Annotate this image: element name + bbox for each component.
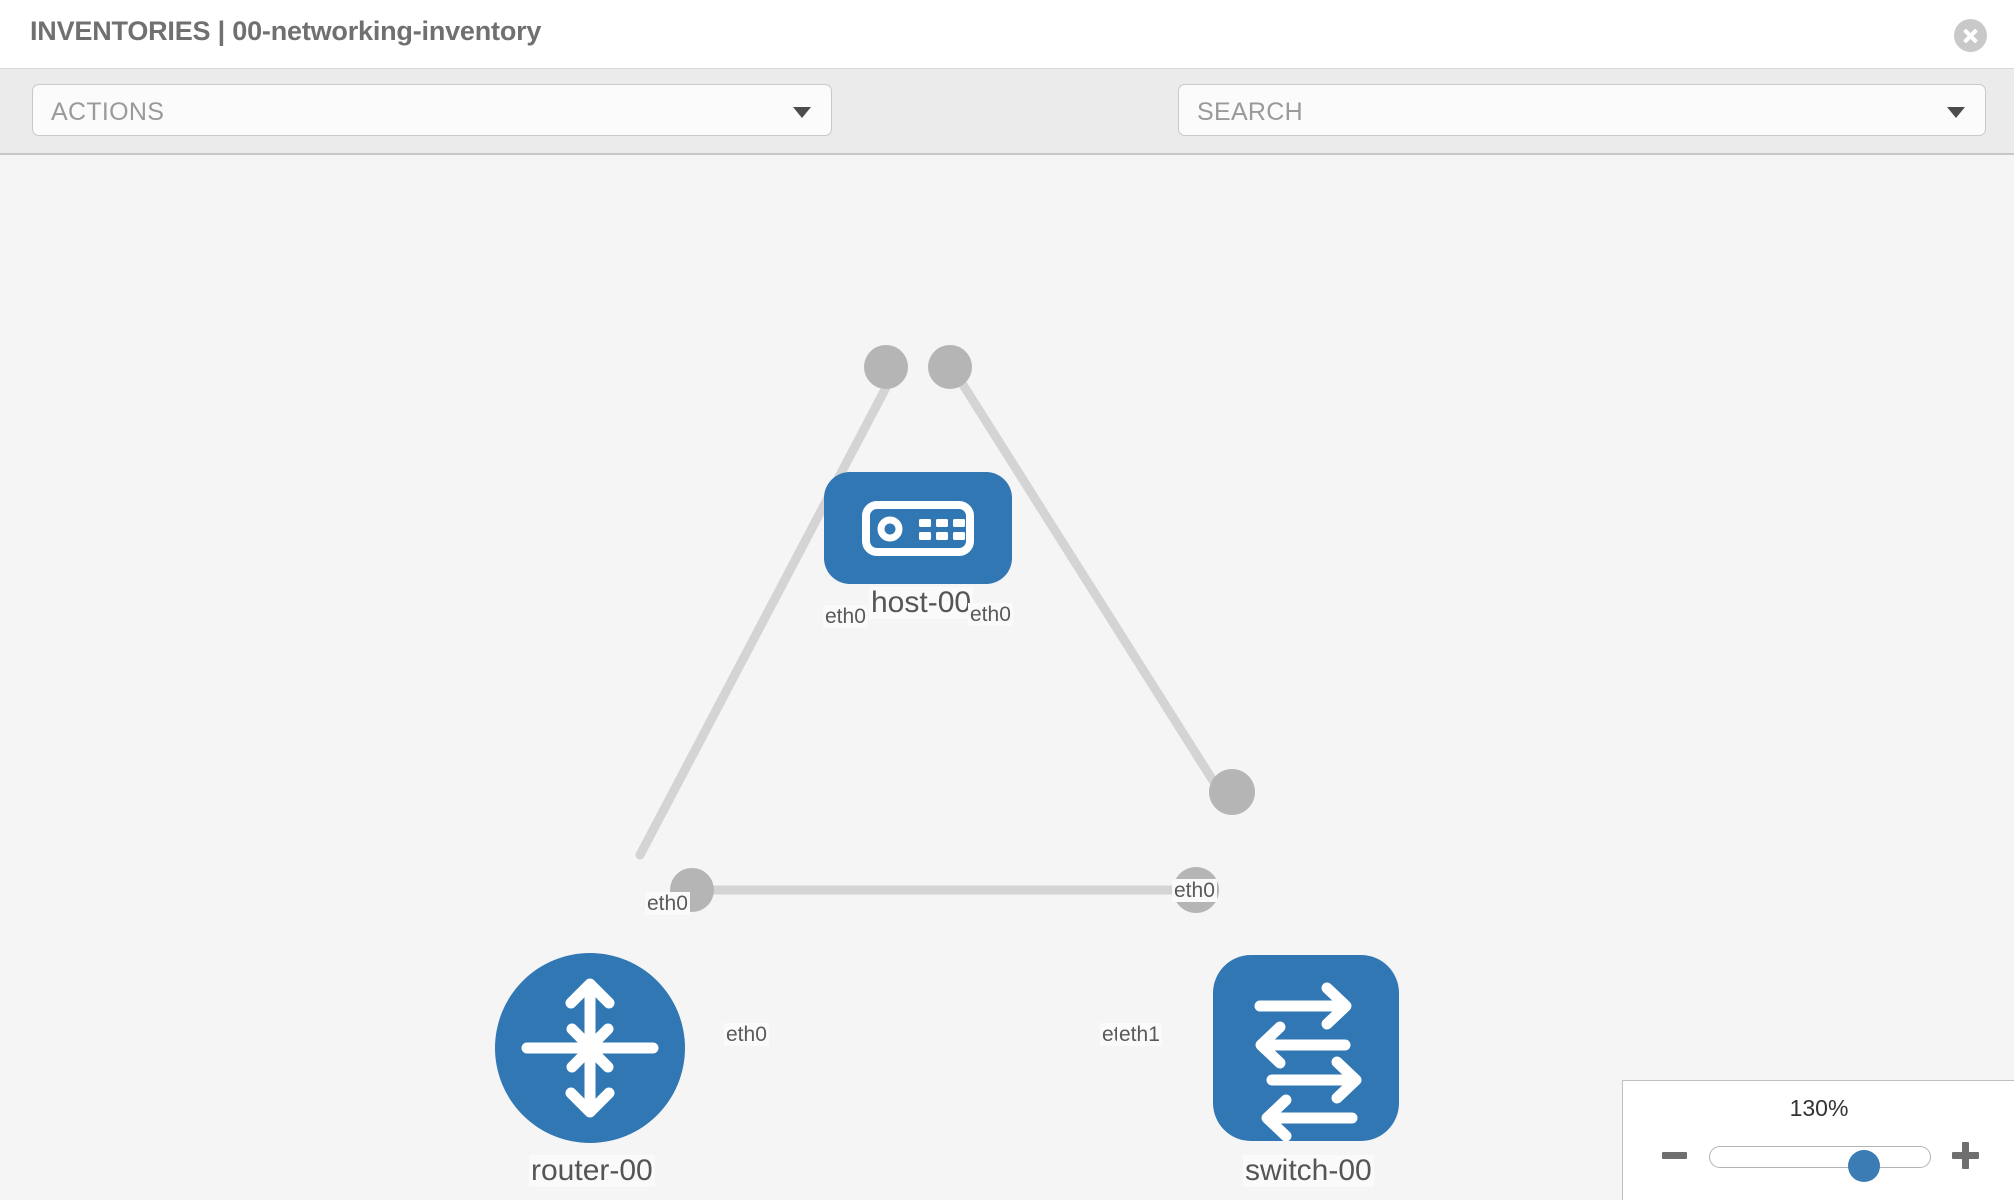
topology-canvas[interactable]: eth0 host-00 eth0 eth0 eth0 eth0 eth eth… <box>0 155 2014 1200</box>
page-header: INVENTORIES | 00-networking-inventory <box>0 0 2014 69</box>
connector-host-left <box>864 345 908 389</box>
iface-label-switch-left: eth1 <box>1117 1023 1162 1047</box>
zoom-slider-row <box>1623 1135 2014 1182</box>
node-host-00 <box>824 472 1012 584</box>
link-group <box>635 375 1227 895</box>
router-arrows-icon <box>521 978 659 1118</box>
search-input[interactable]: SEARCH <box>1178 84 1986 136</box>
iface-label-host-left: eth0 <box>823 605 868 629</box>
zoom-slider-thumb[interactable] <box>1848 1150 1880 1182</box>
actions-dropdown-label: ACTIONS <box>51 98 165 126</box>
zoom-control-panel: 130% <box>1622 1080 2014 1200</box>
chevron-down-icon <box>1947 107 1965 118</box>
node-router-00 <box>495 953 685 1143</box>
close-icon[interactable] <box>1954 19 1987 52</box>
link-host-switch <box>955 375 1227 800</box>
link-host-router <box>635 375 895 860</box>
zoom-level-value: 130% <box>1789 1095 1849 1121</box>
iface-label-switch-up: eth0 <box>1172 879 1217 903</box>
switch-arrows-icon <box>1254 982 1362 1142</box>
toolbar: ACTIONS SEARCH <box>0 69 2014 201</box>
topology-graph[interactable] <box>0 155 2014 1200</box>
iface-label-router-right: eth0 <box>724 1023 769 1047</box>
actions-dropdown[interactable]: ACTIONS <box>32 84 832 136</box>
chevron-down-icon <box>793 107 811 118</box>
node-switch-00 <box>1213 955 1399 1142</box>
connector-switch-top <box>1209 769 1255 815</box>
iface-label-router-up: eth0 <box>645 892 690 916</box>
node-host-00-shape <box>824 472 1012 584</box>
iface-label-host-right: eth0 <box>968 603 1013 627</box>
node-label-switch-00: switch-00 <box>1243 1154 1374 1187</box>
zoom-slider-track[interactable] <box>1709 1146 1931 1182</box>
connector-host-right <box>928 345 972 389</box>
node-label-router-00: router-00 <box>529 1154 655 1187</box>
page-title: INVENTORIES | 00-networking-inventory <box>30 16 542 46</box>
zoom-in-button[interactable] <box>1949 1139 1981 1171</box>
node-label-host-00: host-00 <box>869 586 974 619</box>
zoom-out-button[interactable] <box>1659 1139 1691 1171</box>
server-icon <box>862 501 974 556</box>
search-placeholder: SEARCH <box>1197 98 1303 126</box>
